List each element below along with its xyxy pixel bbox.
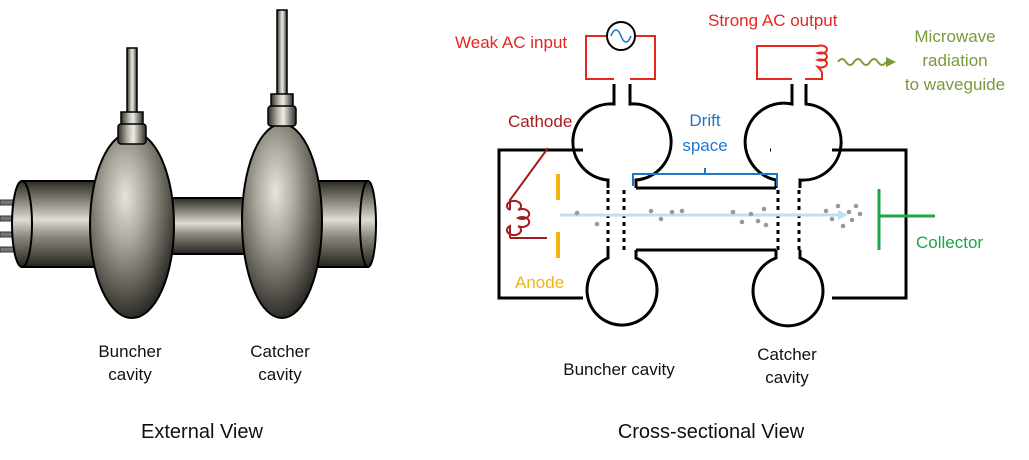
tube-body-outline <box>497 148 908 300</box>
anode-label: Anode <box>515 273 564 292</box>
buncher-label-line2: cavity <box>108 365 152 384</box>
output-circuit <box>756 45 823 80</box>
cross-sectional-view-caption: Cross-sectional View <box>618 421 805 443</box>
catcher-top-resonator <box>743 84 843 188</box>
ac-source-icon <box>606 21 636 51</box>
microwave-arrowhead <box>886 57 896 67</box>
external-view: Buncher cavity Catcher cavity External V… <box>0 9 377 443</box>
catcher-cavity-label-line2: cavity <box>765 368 809 387</box>
weak-ac-input-label: Weak AC input <box>455 33 567 52</box>
buncher-cavity-body <box>89 131 175 319</box>
microwave-label-line1: Microwave <box>914 27 995 46</box>
collector-plate <box>877 189 935 250</box>
output-coil <box>805 44 828 73</box>
input-circuit <box>585 35 656 80</box>
buncher-grids <box>606 190 626 250</box>
buncher-cavity-label: Buncher cavity <box>563 360 675 379</box>
buncher-connector <box>117 47 147 145</box>
catcher-connector <box>267 9 297 127</box>
catcher-bottom-resonator <box>751 250 825 328</box>
drift-space-label-line2: space <box>682 136 727 155</box>
catcher-cavity-label-line1: Catcher <box>757 345 817 364</box>
cathode-label: Cathode <box>508 112 572 131</box>
catcher-cavity-body <box>241 123 323 319</box>
electron-bunches <box>574 203 863 229</box>
strong-ac-output-label: Strong AC output <box>708 11 838 30</box>
cross-sectional-view: Cathode Anode Collector Drift space Weak… <box>455 11 1005 443</box>
beam-arrowhead <box>838 210 848 220</box>
microwave-label-line3: to waveguide <box>905 75 1005 94</box>
microwave-wave-arrow <box>837 58 887 66</box>
buncher-label-line1: Buncher <box>98 342 162 361</box>
microwave-label-line2: radiation <box>922 51 987 70</box>
drift-space-bracket <box>632 168 778 186</box>
catcher-label-line1: Catcher <box>250 342 310 361</box>
cathode-coil <box>506 147 549 239</box>
external-view-caption: External View <box>141 421 263 443</box>
collector-label: Collector <box>916 233 983 252</box>
drift-tube-walls <box>636 186 776 252</box>
catcher-grids <box>776 190 801 250</box>
catcher-label-line2: cavity <box>258 365 302 384</box>
drift-space-label-line1: Drift <box>689 111 720 130</box>
buncher-bottom-resonator <box>585 250 659 327</box>
buncher-top-resonator <box>571 84 673 188</box>
